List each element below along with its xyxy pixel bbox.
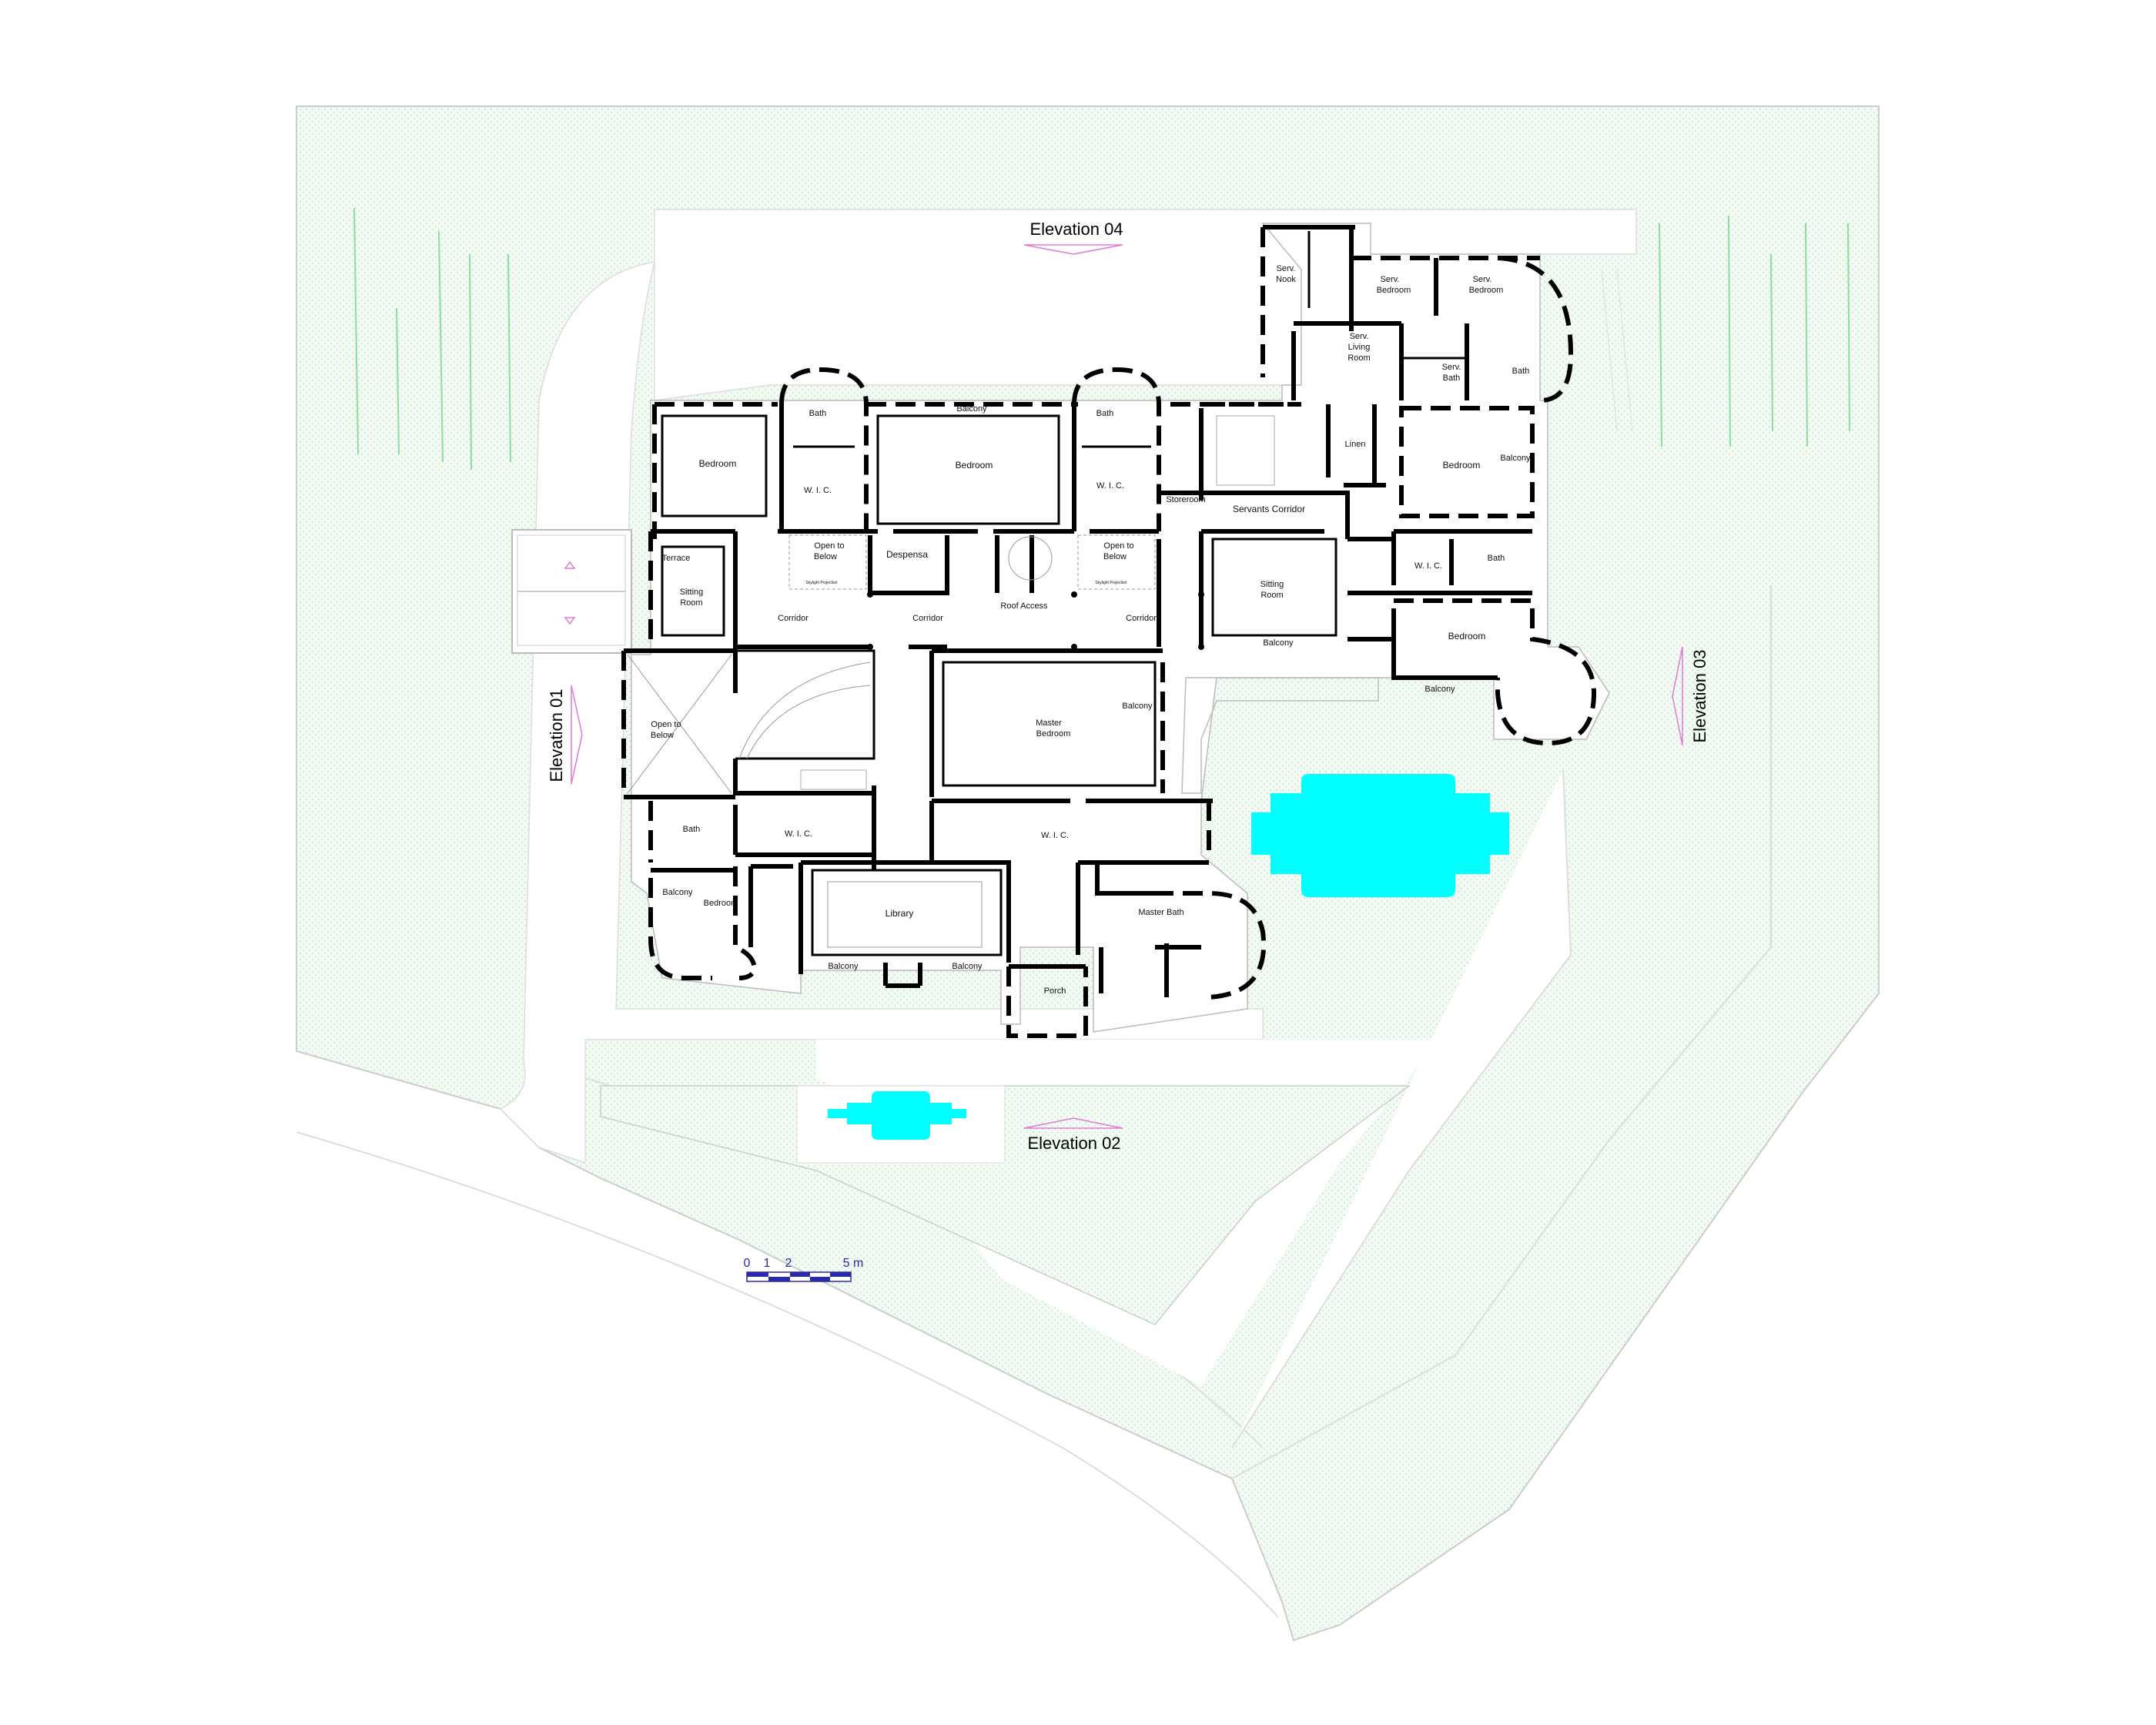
elevation-marker-north: Elevation 04 [1023, 219, 1123, 255]
room-label: Below [814, 552, 837, 561]
room-label: Bedroom [704, 899, 738, 908]
room-label: Servants Corridor [1233, 504, 1305, 514]
room-label: Porch [1044, 986, 1066, 996]
room-label: Open to [651, 720, 681, 729]
room-label: Terrace [662, 554, 691, 563]
elevation-label: Elevation 04 [1029, 219, 1123, 239]
room-label: Bedroom [956, 460, 993, 471]
room-label: Bedroom [1377, 286, 1411, 295]
room-label: Nook [1276, 275, 1296, 284]
room-label: Bedroom [1469, 286, 1504, 295]
room-label: Balcony [828, 962, 859, 971]
room-label: Room [1348, 353, 1370, 363]
room-label: Bedroom [699, 458, 737, 469]
room-label: Skylight Projection [805, 581, 837, 585]
pool-south [828, 1091, 966, 1140]
room-label: Sitting [680, 588, 704, 597]
planting-strokes [353, 207, 1850, 471]
scale-tick-label: 2 [785, 1257, 792, 1270]
room-label: Bedroom [1443, 460, 1481, 471]
room-label: Bath [683, 825, 701, 834]
room-label: Balcony [1263, 638, 1294, 648]
room-label: Open to [814, 541, 844, 551]
room-label: Sitting [1260, 580, 1284, 589]
room-label: Bath [1443, 373, 1461, 383]
room-label: Balcony [1424, 685, 1455, 694]
elevation-arrow-icon [1023, 244, 1123, 255]
room-label: Below [1103, 552, 1127, 561]
room-label: Storeroom [1166, 495, 1205, 504]
room-label: Balcony [956, 404, 987, 414]
room-label: Serv. [1473, 275, 1492, 284]
room-labels: Serv. Nook Serv. Bedroom Serv. Bedroom S… [651, 264, 1531, 996]
scale-bar: 0 1 2 5 m [744, 1257, 864, 1282]
scale-tick-label: 5 m [843, 1257, 864, 1270]
room-label: Corridor [1126, 614, 1157, 623]
room-label: W. I. C. [785, 829, 812, 839]
room-label: Bath [809, 409, 827, 418]
room-label: Bath [1512, 367, 1530, 376]
room-label: Skylight Projection [1095, 581, 1127, 585]
pool-shape [828, 1091, 966, 1140]
room-label: Serv. [1442, 363, 1461, 372]
elevation-arrow-icon [571, 685, 583, 785]
elevation-label: Elevation 03 [1690, 649, 1709, 742]
room-label: Serv. [1381, 275, 1400, 284]
pool-east [1251, 774, 1509, 897]
elevation-marker-east: Elevation 03 [1672, 646, 1709, 746]
elevation-arrow-icon [1672, 646, 1683, 746]
scale-tick-label: 1 [764, 1257, 771, 1270]
room-label: Serv. [1277, 264, 1296, 273]
room-label: W. I. C. [1414, 561, 1442, 571]
room-label: Open to [1103, 541, 1133, 551]
room-label: Bath [1488, 554, 1505, 563]
room-label: Below [651, 731, 674, 740]
elevation-arrow-icon [1023, 1117, 1123, 1129]
room-label: Linen [1345, 440, 1366, 449]
elevation-label: Elevation 02 [1027, 1134, 1120, 1153]
room-label: Room [1260, 591, 1283, 600]
room-label: Balcony [662, 888, 693, 897]
room-label: Bedroom [1448, 631, 1486, 641]
room-label: Room [680, 598, 702, 608]
elevation-marker-south: Elevation 02 [1023, 1117, 1123, 1153]
room-label: Living [1348, 343, 1371, 352]
walls [621, 225, 1597, 1038]
elevation-label: Elevation 01 [547, 688, 566, 782]
room-label: W. I. C. [1096, 481, 1124, 491]
pool-shape [1251, 774, 1509, 897]
room-label: Balcony [1122, 702, 1153, 711]
room-label: Corridor [912, 614, 943, 623]
room-label: Balcony [1500, 454, 1531, 463]
room-label: Bedroom [1036, 729, 1071, 739]
room-label: Master Bath [1138, 908, 1183, 917]
scale-tick-label: 0 [744, 1257, 751, 1270]
room-label: Despensa [886, 549, 928, 560]
room-label: Balcony [952, 962, 983, 971]
room-label: Roof Access [1000, 601, 1048, 611]
room-label: Serv. [1350, 332, 1369, 341]
room-label: Bath [1096, 409, 1114, 418]
room-label: Master [1036, 718, 1062, 728]
room-label: W. I. C. [1041, 831, 1069, 840]
room-label: Corridor [778, 614, 808, 623]
room-label: W. I. C. [804, 486, 832, 495]
room-label: Library [886, 908, 914, 919]
elevation-marker-west: Elevation 01 [547, 685, 583, 785]
